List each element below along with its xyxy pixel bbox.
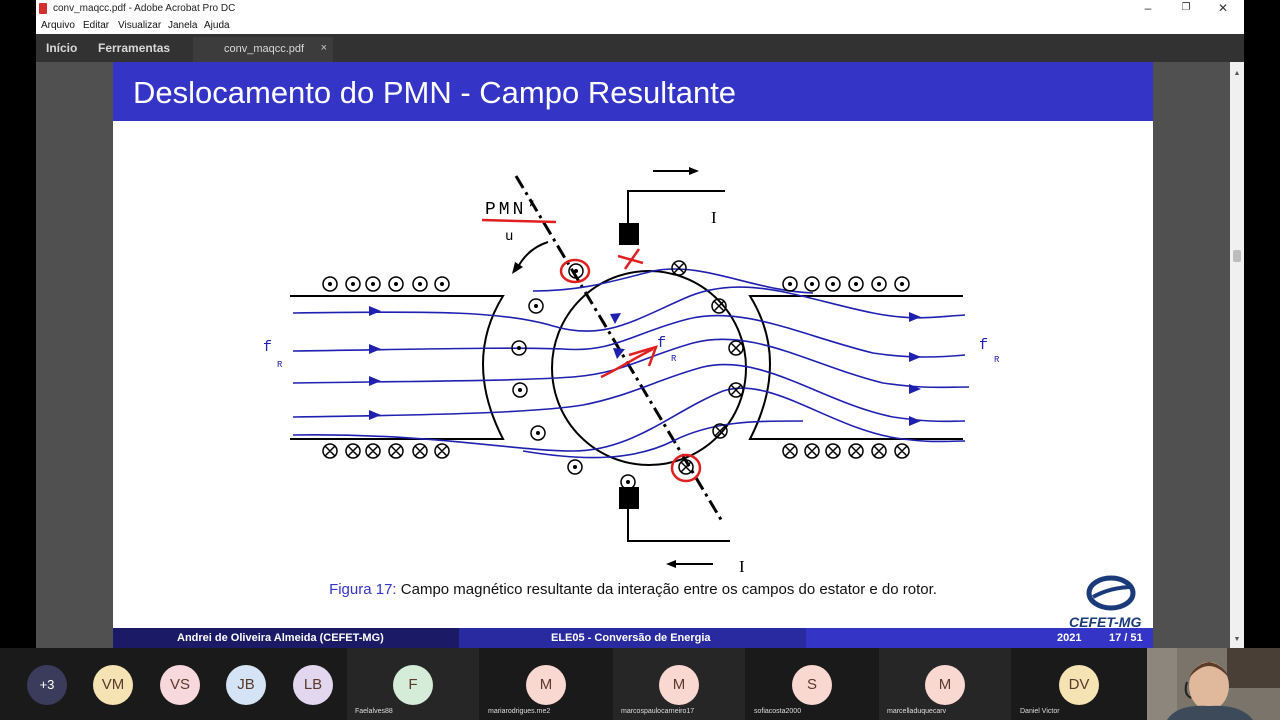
field-left-sub: R	[277, 360, 283, 370]
participant-name: marcelladuquecarv	[887, 708, 947, 715]
tab-home[interactable]: Início	[46, 41, 78, 55]
cefet-logo: CEFET-MG	[1069, 575, 1141, 630]
tab-bar: Início Ferramentas conv_maqcc.pdf ×	[36, 34, 1244, 62]
tile-avatar: S	[792, 665, 832, 705]
close-window-icon[interactable]: ✕	[1217, 1, 1229, 15]
menu-bar: Arquivo Editar Visualizar Janela Ajuda	[36, 18, 1244, 34]
slide-title: Deslocamento do PMN - Campo Resultante	[133, 75, 737, 110]
field-center-sub: R	[671, 354, 677, 364]
footer-year: 2021	[1057, 632, 1082, 644]
figure-caption: Figura 17: Campo magnético resultante da…	[113, 581, 1153, 598]
slide-footer: Andrei de Oliveira Almeida (CEFET-MG) EL…	[113, 628, 1153, 648]
close-tab-icon[interactable]: ×	[320, 42, 327, 54]
participant-name: mariarodrigues.me2	[488, 708, 551, 715]
participant-tile[interactable]: M marcelladuquecarv	[879, 648, 1011, 720]
tile-avatar: M	[659, 665, 699, 705]
avatar-2[interactable]: JB	[226, 665, 266, 705]
field-right-label: f	[979, 337, 988, 354]
rotation-label: u	[505, 229, 513, 245]
tab-document-label: conv_maqcc.pdf	[224, 43, 305, 55]
tab-tools[interactable]: Ferramentas	[98, 41, 171, 55]
acrobat-window: conv_maqcc.pdf - Adobe Acrobat Pro DC – …	[36, 0, 1244, 648]
minimize-icon[interactable]: –	[1144, 1, 1152, 15]
tile-avatar: M	[925, 665, 965, 705]
field-left-label: f	[263, 339, 272, 356]
vertical-scrollbar[interactable]: ▲ ▼	[1230, 62, 1244, 648]
menu-arquivo[interactable]: Arquivo	[41, 20, 75, 31]
slide-page: Deslocamento do PMN - Campo Resultante	[113, 62, 1153, 648]
figure-caption-text: Campo magnético resultante da interação …	[396, 581, 937, 598]
slide-header: Deslocamento do PMN - Campo Resultante	[113, 62, 1153, 121]
pmn-label: PMN’	[485, 200, 540, 220]
field-center-label: f	[657, 335, 666, 352]
participant-name: Daniel Victor	[1020, 708, 1060, 715]
tile-avatar: M	[526, 665, 566, 705]
participant-tile[interactable]: F Faelalves88	[347, 648, 479, 720]
flux-lines	[292, 268, 970, 459]
tile-avatar: DV	[1059, 665, 1099, 705]
current-bottom-label: I	[739, 557, 745, 576]
current-top-label: I	[711, 208, 717, 227]
webcam-video[interactable]	[1147, 648, 1280, 720]
restore-icon[interactable]: ❐	[1181, 2, 1191, 13]
footer-author: Andrei de Oliveira Almeida (CEFET-MG)	[177, 632, 384, 644]
menu-ajuda[interactable]: Ajuda	[204, 20, 230, 31]
title-bar: conv_maqcc.pdf - Adobe Acrobat Pro DC – …	[36, 0, 1244, 18]
document-viewer[interactable]: Deslocamento do PMN - Campo Resultante	[36, 62, 1244, 648]
participant-name: Faelalves88	[355, 708, 393, 715]
menu-editar[interactable]: Editar	[83, 20, 110, 31]
field-right-sub: R	[994, 355, 1000, 365]
brush-bottom	[619, 487, 639, 509]
webcam-person-image	[1147, 648, 1280, 720]
menu-janela[interactable]: Janela	[168, 20, 198, 31]
avatar-3[interactable]: LB	[293, 665, 333, 705]
scroll-up-icon[interactable]: ▲	[1233, 70, 1241, 77]
scrollbar-thumb[interactable]	[1233, 250, 1241, 262]
tab-document[interactable]: conv_maqcc.pdf ×	[193, 37, 333, 62]
menu-visualizar[interactable]: Visualizar	[118, 20, 162, 31]
participant-tile[interactable]: M mariarodrigues.me2	[480, 648, 612, 720]
red-annotations	[481, 218, 702, 483]
participant-tile[interactable]: S sofiacosta2000	[746, 648, 878, 720]
participant-name: marcospaulocarneiro17	[621, 708, 695, 715]
more-participants[interactable]: +3	[27, 665, 67, 705]
participant-name: sofiacosta2000	[754, 708, 802, 715]
participant-tile[interactable]: M marcospaulocarneiro17	[613, 648, 745, 720]
participants-strip: +3 VM VS JB LB F Faelalves88 M mariarodr…	[0, 648, 1280, 720]
footer-course: ELE05 - Conversão de Energia	[551, 632, 711, 644]
avatar-0[interactable]: VM	[93, 665, 133, 705]
window-title: conv_maqcc.pdf - Adobe Acrobat Pro DC	[53, 3, 236, 14]
avatar-1[interactable]: VS	[160, 665, 200, 705]
field-diagram: PMN’ I I u f R f R f R	[263, 167, 1000, 576]
scroll-down-icon[interactable]: ▼	[1233, 636, 1241, 643]
tile-avatar: F	[393, 665, 433, 705]
brush-top	[619, 223, 639, 245]
footer-page: 17 / 51	[1109, 632, 1143, 644]
figure-caption-label: Figura 17:	[329, 581, 397, 598]
pdf-file-icon	[39, 3, 47, 14]
participant-tile[interactable]: DV Daniel Victor	[1012, 648, 1146, 720]
logo-text: CEFET-MG	[1069, 614, 1141, 630]
